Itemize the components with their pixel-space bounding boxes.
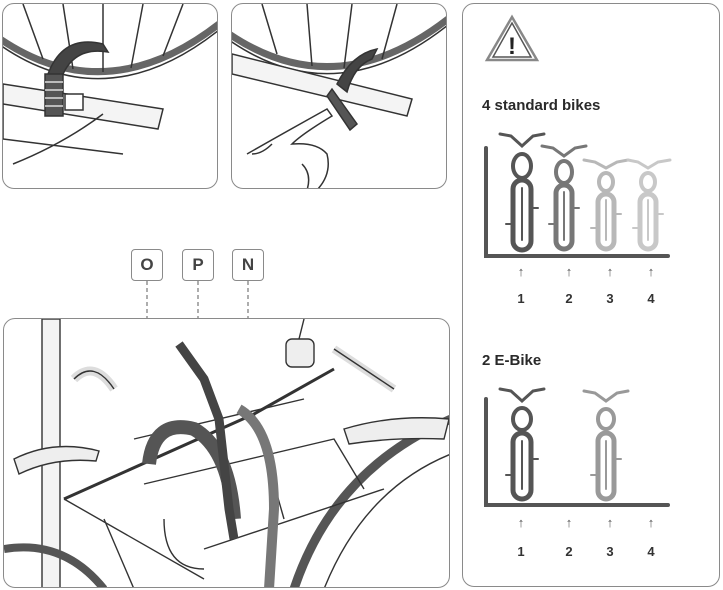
position-number: 4 [647, 291, 655, 306]
position-number: 2 [565, 291, 573, 306]
bike-rack-illustration [3, 318, 450, 588]
arrow-up-icon: ↑ [606, 515, 614, 530]
position-number: 3 [606, 291, 614, 306]
label-p: P [182, 249, 214, 281]
arrow-up-icon: ↑ [565, 515, 573, 530]
arrow-up-icon: ↑ [647, 515, 655, 530]
standard-bikes-title: 4 standard bikes [482, 97, 601, 114]
arrow-up-icon: ↑ [517, 264, 525, 279]
ebike-diagram [484, 387, 670, 507]
arrow-up-icon: ↑ [647, 264, 655, 279]
position-number: 1 [517, 544, 525, 559]
arrow-up-icon: ↑ [606, 264, 614, 279]
position-number: 1 [517, 291, 525, 306]
position-number: 4 [647, 544, 655, 559]
position-number: 3 [606, 544, 614, 559]
label-o: O [131, 249, 163, 281]
arrow-up-icon: ↑ [517, 515, 525, 530]
label-n: N [232, 249, 264, 281]
bike-position-info-panel [462, 3, 720, 587]
ebike-title: 2 E-Bike [482, 352, 542, 369]
standard-bikes-diagram [484, 132, 672, 258]
warning-triangle-icon: ! [484, 14, 540, 62]
release-strap-illustration [231, 3, 447, 189]
strap-wheel-illustration [2, 3, 218, 189]
svg-text:!: ! [508, 33, 516, 60]
arrow-up-icon: ↑ [565, 264, 573, 279]
position-number: 2 [565, 544, 573, 559]
